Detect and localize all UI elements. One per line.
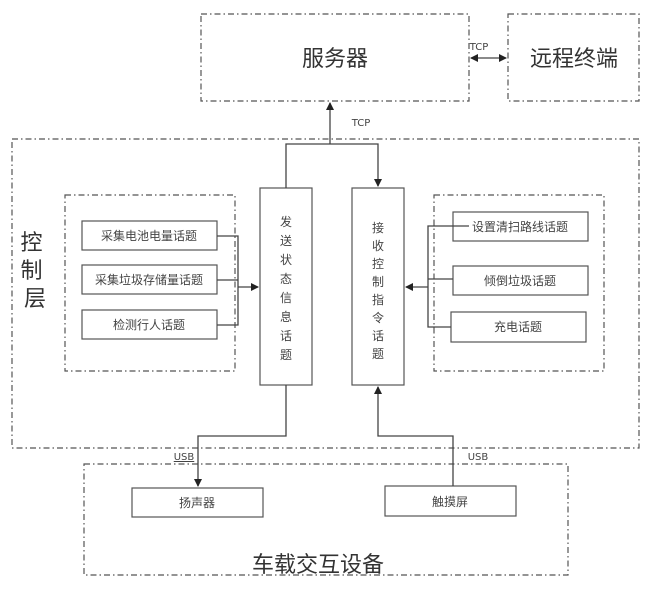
subscribe-topics-group [433, 194, 605, 372]
send-text-char: 题 [280, 348, 292, 362]
subscribe-topic-cleaning-route: 设置清扫路线话题 [452, 211, 589, 242]
publish-topic-battery: 采集电池电量话题 [81, 220, 218, 251]
send-text-char: 话 [280, 329, 292, 343]
usb-label-touchscreen: USB [468, 452, 489, 463]
recv-text-char: 制 [372, 275, 384, 289]
tcp-down-to-receive [285, 143, 382, 188]
control-layer-label: 控 制 层 [20, 231, 49, 312]
vehicle-devices-label: 车载交互设备 [252, 553, 384, 578]
server-remote-link: TCP [469, 42, 507, 62]
receive-command-topic-label: 接收控制指令话题 [372, 220, 384, 361]
receive-command-topic: 接收控制指令话题 [351, 187, 405, 386]
subscribe-topic-charging: 充电话题 [450, 311, 587, 343]
subscribe-topic-charging-label: 充电话题 [494, 319, 542, 334]
subscribe-topic-dump-garbage-label: 倾倒垃圾话题 [484, 273, 556, 288]
vehicle-devices: 扬声器 触摸屏 车载交互设备 [83, 463, 569, 578]
vehicle-devices-box [83, 463, 569, 576]
server-label: 服务器 [302, 47, 368, 72]
publish-topic-pedestrian: 检测行人话题 [81, 309, 218, 340]
publish-topic-garbage-storage-label: 采集垃圾存储量话题 [95, 272, 203, 287]
remote-terminal-box [507, 13, 640, 102]
control-layer: 控 制 层 采集电池电量话题 采集垃圾存储量话题 检测行人话题 发送状态信息话题 [11, 138, 640, 449]
receive-command-topic-box [351, 187, 405, 386]
usb-label-speaker: USB [174, 452, 195, 463]
tcp-label-remote: TCP [469, 42, 489, 53]
publish-topic-battery-label: 采集电池电量话题 [101, 228, 197, 243]
remote-terminal-label: 远程终端 [530, 47, 618, 72]
recv-text-char: 题 [372, 347, 384, 361]
recv-text-char: 收 [372, 239, 384, 253]
server-control-link: TCP [285, 102, 382, 188]
send-status-topic-label: 发送状态信息话题 [280, 214, 292, 362]
send-text-char: 息 [280, 309, 292, 324]
recv-text-char: 话 [372, 329, 384, 343]
control-layer-char-1: 控 [20, 231, 42, 256]
usb-send-to-speaker [194, 385, 287, 487]
touchscreen-label: 触摸屏 [432, 495, 468, 509]
subscribe-topic-cleaning-route-label: 设置清扫路线话题 [472, 219, 568, 234]
tcp-label-control: TCP [351, 118, 371, 129]
send-text-char: 信 [280, 291, 292, 305]
recv-text-char: 令 [372, 310, 384, 325]
usb-links: USB USB [174, 385, 489, 487]
subscribe-bus-connector [427, 225, 469, 328]
publish-topic-pedestrian-label: 检测行人话题 [113, 317, 185, 332]
send-status-topic: 发送状态信息话题 [259, 187, 313, 386]
send-text-char: 发 [280, 214, 292, 229]
publish-topic-garbage-storage: 采集垃圾存储量话题 [81, 264, 218, 295]
touchscreen-node: 触摸屏 [384, 485, 517, 517]
control-layer-box [11, 138, 640, 449]
publish-bus-connector [217, 235, 239, 326]
publish-topics-group [64, 194, 236, 372]
recv-text-char: 控 [372, 257, 384, 271]
speaker-label: 扬声器 [179, 495, 215, 510]
usb-touchscreen-to-receive [374, 386, 454, 486]
server-node: 服务器 [200, 13, 470, 102]
remote-terminal-node: 远程终端 [507, 13, 640, 102]
control-layer-char-2: 制 [20, 259, 42, 284]
send-text-char: 状 [280, 253, 292, 267]
send-text-char: 送 [280, 233, 292, 248]
subscribe-topic-dump-garbage: 倾倒垃圾话题 [452, 265, 589, 296]
recv-text-char: 指 [372, 292, 384, 307]
recv-text-char: 接 [372, 220, 384, 235]
speaker-node: 扬声器 [131, 487, 264, 518]
control-layer-char-3: 层 [24, 287, 46, 312]
server-box [200, 13, 470, 102]
send-text-char: 态 [280, 272, 292, 286]
